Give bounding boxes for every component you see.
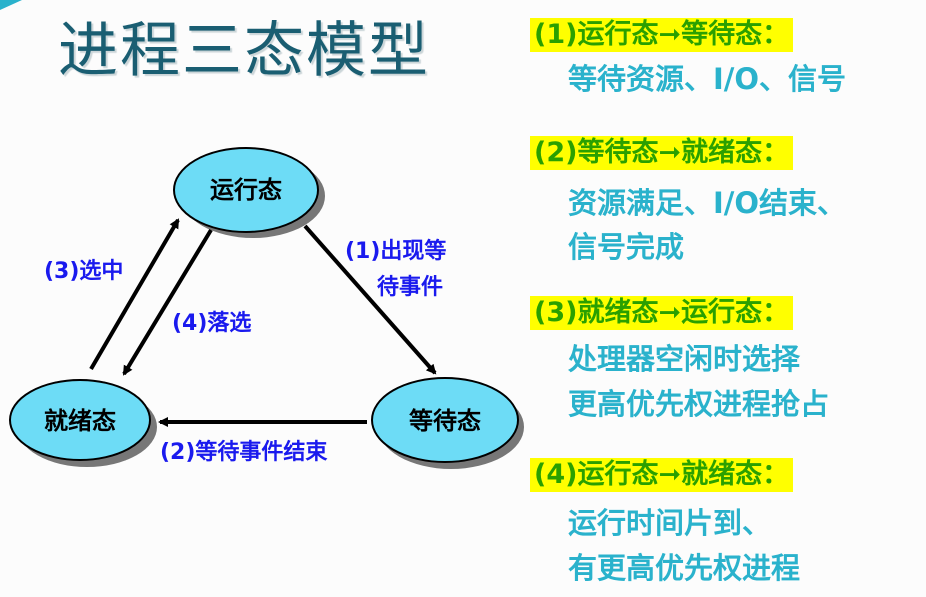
transition-desc-2-2: 信号完成 (568, 230, 685, 264)
edge-label-select: (3)选中 (44, 259, 123, 284)
transition-desc-4-1: 运行时间片到、 (568, 506, 772, 540)
edge-label-wait-1: (1)出现等 (345, 238, 446, 264)
transition-desc-2-1: 资源满足、I/O结束、 (568, 186, 847, 220)
transition-desc-3-1: 处理器空闲时选择 (568, 342, 801, 376)
arrow-wait-event (303, 224, 437, 375)
transition-heading-3: (3)就绪态➞运行态： (530, 296, 794, 330)
transition-heading-4: (4)运行态➞就绪态： (530, 458, 794, 492)
transition-desc-4-2: 有更高优先权进程 (568, 551, 801, 585)
edge-label-event-done: (2)等待事件结束 (160, 439, 328, 465)
node-ready: 就绪态 (9, 379, 157, 467)
slide-corner-decoration (0, 0, 22, 10)
node-running-label: 运行态 (210, 176, 282, 204)
arrow-select (89, 218, 180, 371)
node-waiting: 等待态 (371, 377, 524, 469)
node-running: 运行态 (173, 147, 325, 238)
node-waiting-label: 等待态 (409, 407, 481, 435)
edge-label-deselect: (4)落选 (172, 311, 251, 336)
node-ready-label: 就绪态 (44, 407, 116, 435)
arrow-deselect (122, 228, 213, 376)
transition-desc-3-2: 更高优先权进程抢占 (568, 387, 830, 421)
edge-label-wait-2: 待事件 (377, 274, 443, 300)
page-title: 进程三态模型 (58, 16, 430, 86)
transition-heading-1: (1)运行态➞等待态： (530, 18, 794, 52)
transition-heading-2: (2)等待态➞就绪态： (530, 136, 794, 170)
transition-desc-1-1: 等待资源、I/O、信号 (568, 62, 847, 96)
